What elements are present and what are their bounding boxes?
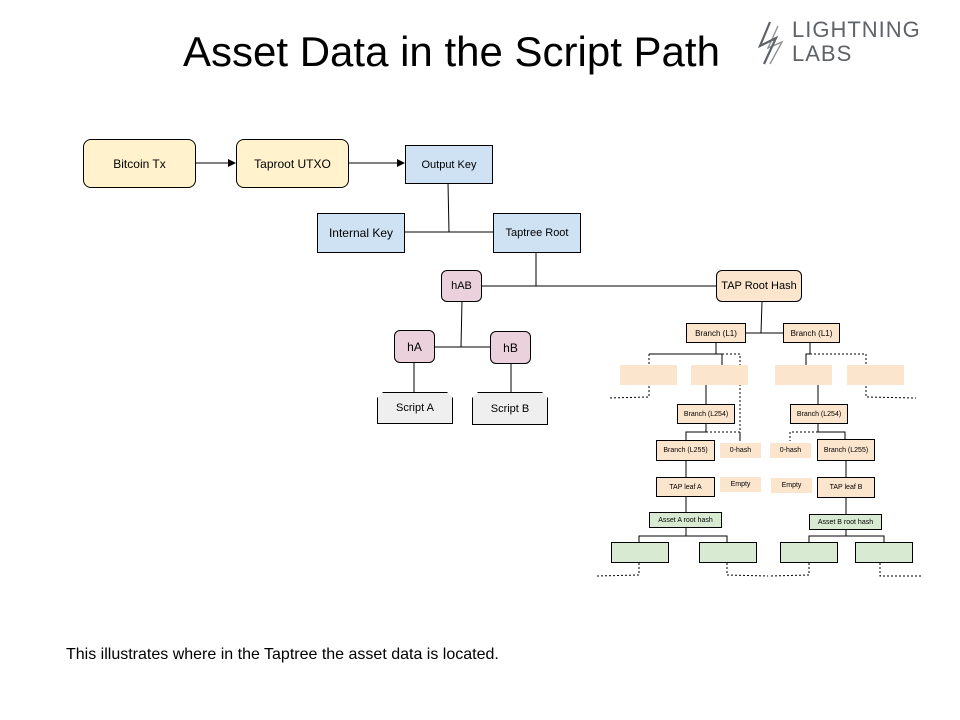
line-output-key-down (447, 182, 450, 233)
line-l1-left-solid (649, 343, 717, 355)
placeholder-branch-3 (775, 365, 832, 385)
line-l1-left-to-box (716, 353, 723, 365)
placeholder-branch-4 (847, 365, 904, 385)
caption: This illustrates where in the Taptree th… (66, 646, 499, 663)
node-internal-key: Internal Key (317, 213, 405, 253)
line-hab-down (460, 300, 463, 348)
dotted-asseta-left (596, 563, 640, 577)
placeholder-branch-2 (691, 365, 748, 385)
node-branch-l1-right: Branch (L1) (783, 323, 840, 343)
dotted-l254-right-branch (789, 431, 818, 441)
placeholder-branch-1 (620, 365, 677, 385)
dotted-l1-left-inner (722, 353, 741, 441)
node-zero-hash-left: 0-hash (720, 443, 761, 458)
lightning-bolt-icon (757, 21, 784, 65)
node-script-b: Script B (472, 392, 548, 425)
node-branch-l255-left: Branch (L255) (656, 440, 715, 461)
node-asset-a-root-hash: Asset A root hash (649, 512, 722, 528)
node-branch-l1-left: Branch (L1) (686, 323, 746, 343)
line-l254-right-down (817, 424, 846, 440)
node-tap-root-hash: TAP Root Hash (716, 270, 802, 302)
node-taptree-root: Taptree Root (493, 213, 581, 253)
node-hb: hB (490, 331, 531, 364)
asset-leaf-a-1 (611, 542, 669, 563)
dotted-assetb-left (769, 563, 810, 577)
slide-title: Asset Data in the Script Path (183, 28, 720, 75)
node-empty-right: Empty (771, 478, 812, 493)
node-output-key: Output Key (405, 145, 493, 184)
node-zero-hash-right: 0-hash (770, 443, 811, 458)
asset-leaf-b-1 (780, 542, 838, 563)
line-asseta-right (686, 535, 728, 542)
line-taproothash-down (760, 301, 763, 334)
dotted-asseta-right (726, 563, 769, 577)
lightning-labs-logo: LIGHTNING LABS (756, 18, 936, 70)
node-hab: hAB (441, 270, 482, 302)
asset-leaf-b-2 (855, 542, 913, 563)
node-taproot-utxo: Taproot UTXO (236, 139, 349, 188)
dotted-assetb-right (879, 563, 922, 577)
node-asset-b-root-hash: Asset B root hash (809, 514, 882, 530)
logo-line-1: LIGHTNING (792, 17, 921, 42)
line-l254-left-down (685, 424, 707, 440)
dotted-l254-left-branch (706, 431, 741, 441)
node-tap-leaf-b: TAP leaf B (817, 477, 875, 498)
node-bitcoin-tx: Bitcoin Tx (83, 139, 196, 188)
node-branch-l254-right: Branch (L254) (790, 404, 848, 424)
logo-line-2: LABS (792, 41, 853, 66)
asset-leaf-a-2 (699, 542, 757, 563)
node-empty-left: Empty (720, 477, 761, 492)
node-branch-l254-left: Branch (L254) (677, 404, 735, 424)
node-script-a: Script A (377, 392, 453, 424)
line-l1-right-solid (805, 343, 811, 365)
node-tap-leaf-a: TAP leaf A (656, 477, 715, 497)
logo-wordmark: LIGHTNING LABS (792, 18, 921, 66)
line-asseta-left (638, 528, 687, 542)
node-branch-l255-right: Branch (L255) (817, 439, 875, 461)
line-assetb-right (846, 535, 885, 542)
node-ha: hA (394, 330, 435, 363)
line-assetb-left (808, 530, 847, 542)
